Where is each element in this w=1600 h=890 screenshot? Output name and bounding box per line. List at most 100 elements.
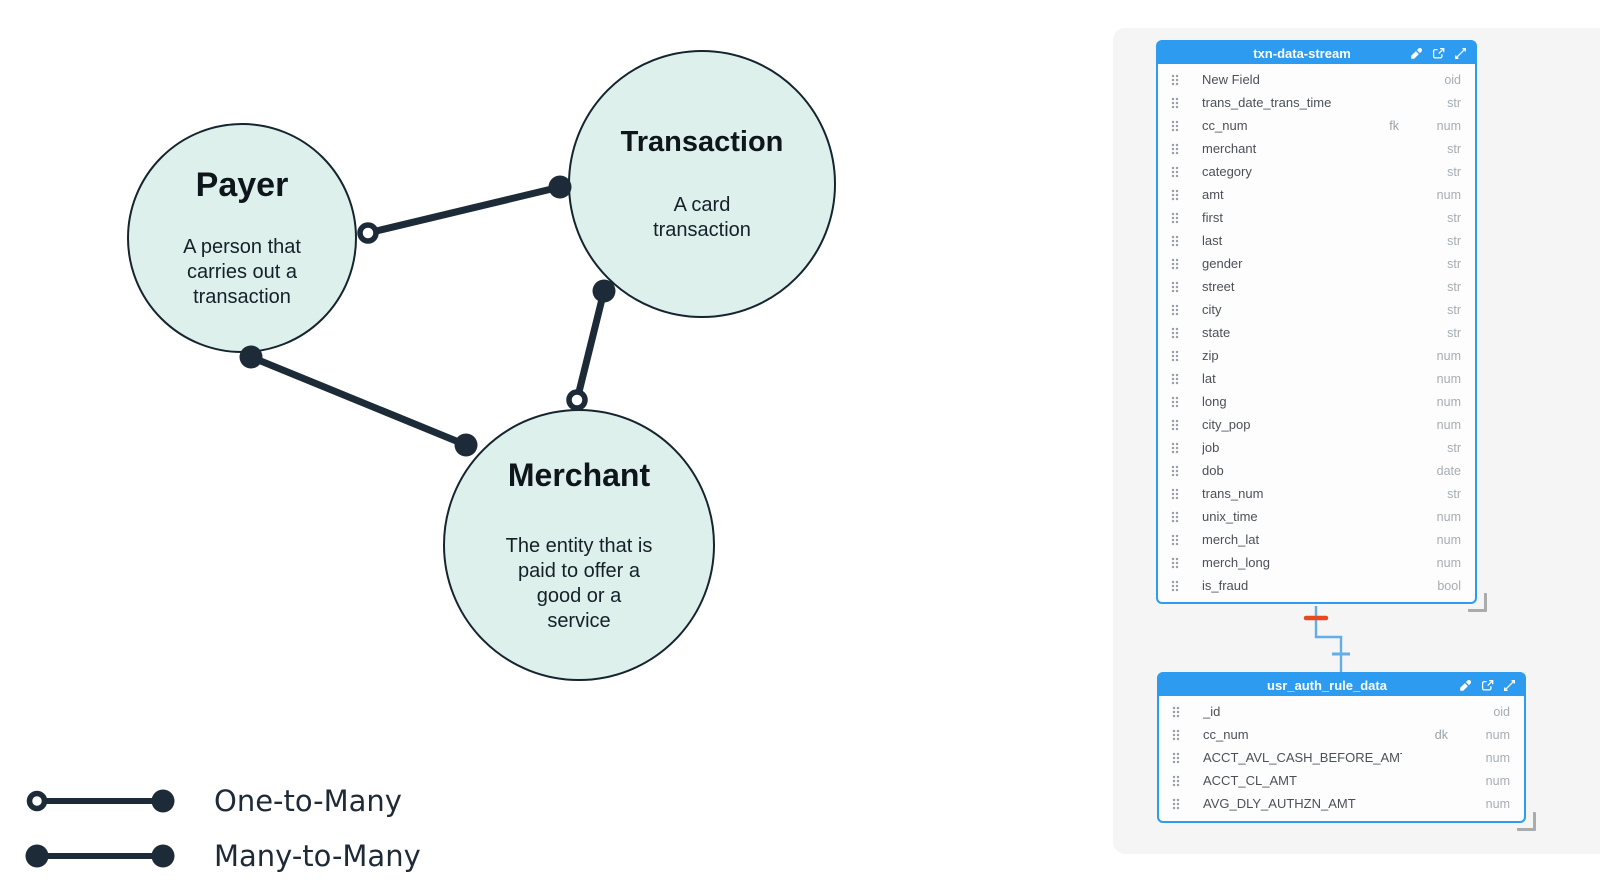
drag-handle-icon[interactable] — [1172, 728, 1180, 741]
open-in-new-icon[interactable] — [1481, 679, 1494, 692]
drag-handle-icon[interactable] — [1171, 533, 1179, 546]
field-row[interactable]: trans_date_trans_time str — [1158, 91, 1475, 114]
drag-handle-icon[interactable] — [1171, 303, 1179, 316]
field-row[interactable]: long num — [1158, 390, 1475, 413]
schema-panel-usr-auth-rule-data[interactable]: usr_auth_rule_data _id oid cc_num dk num — [1157, 672, 1536, 831]
field-name: merch_long — [1202, 555, 1270, 570]
field-row[interactable]: is_fraud bool — [1158, 574, 1475, 597]
drag-handle-icon[interactable] — [1171, 556, 1179, 569]
field-type: str — [1447, 210, 1461, 225]
drag-handle-icon[interactable] — [1171, 579, 1179, 592]
field-type: num — [1436, 417, 1461, 432]
drag-handle-icon[interactable] — [1171, 326, 1179, 339]
field-row[interactable]: trans_num str — [1158, 482, 1475, 505]
drag-handle-icon[interactable] — [1171, 96, 1179, 109]
field-row[interactable]: unix_time num — [1158, 505, 1475, 528]
field-name: AVG_DLY_AUTHZN_AMT — [1203, 796, 1356, 811]
field-name: cc_num — [1203, 727, 1249, 742]
drag-handle-icon[interactable] — [1171, 188, 1179, 201]
field-row[interactable]: _id oid — [1159, 700, 1524, 723]
field-name: merch_lat — [1202, 532, 1260, 547]
field-row[interactable]: last str — [1158, 229, 1475, 252]
drag-handle-icon[interactable] — [1171, 119, 1179, 132]
field-list: _id oid cc_num dk num ACCT_AVL_CASH_BEFO… — [1159, 696, 1524, 821]
field-type: str — [1447, 164, 1461, 179]
open-in-new-icon[interactable] — [1432, 47, 1445, 60]
field-row[interactable]: street str — [1158, 275, 1475, 298]
drag-handle-icon[interactable] — [1171, 510, 1179, 523]
panel-header[interactable]: usr_auth_rule_data — [1159, 674, 1524, 696]
field-row[interactable]: cc_num fk num — [1158, 114, 1475, 137]
field-list: New Field oid trans_date_trans_time str … — [1158, 64, 1475, 602]
eyedropper-icon[interactable] — [1410, 47, 1423, 60]
field-name: ACCT_CL_AMT — [1203, 773, 1297, 788]
field-row[interactable]: gender str — [1158, 252, 1475, 275]
drag-handle-icon[interactable] — [1172, 774, 1180, 787]
field-row[interactable]: AVG_DLY_AUTHZN_AMT num — [1159, 792, 1524, 815]
drag-handle-icon[interactable] — [1171, 280, 1179, 293]
field-row[interactable]: zip num — [1158, 344, 1475, 367]
field-row[interactable]: ACCT_AVL_CASH_BEFORE_AMT num — [1159, 746, 1524, 769]
entity-description: A card transaction — [653, 193, 751, 241]
field-row[interactable]: lat num — [1158, 367, 1475, 390]
one-to-many-glyph-icon — [26, 789, 175, 813]
field-row[interactable]: city_pop num — [1158, 413, 1475, 436]
field-type: oid — [1493, 704, 1510, 719]
panel-title: txn-data-stream — [1253, 45, 1351, 61]
drag-handle-icon[interactable] — [1171, 211, 1179, 224]
field-name: trans_num — [1202, 486, 1264, 501]
edge-transaction-merchant — [566, 279, 616, 411]
schema-panel-txn-data-stream[interactable]: txn-data-stream New Field oid trans_date… — [1156, 40, 1487, 612]
drag-handle-icon[interactable] — [1172, 751, 1180, 764]
field-row[interactable]: amt num — [1158, 183, 1475, 206]
resize-diagonal-icon[interactable] — [1454, 47, 1467, 60]
field-row[interactable]: ACCT_CL_AMT num — [1159, 769, 1524, 792]
field-type: num — [1436, 348, 1461, 363]
drag-handle-icon[interactable] — [1171, 142, 1179, 155]
field-name: last — [1202, 233, 1223, 248]
resize-diagonal-icon[interactable] — [1503, 679, 1516, 692]
eyedropper-icon[interactable] — [1459, 679, 1472, 692]
field-name: merchant — [1202, 141, 1257, 156]
panel-resize-handle[interactable] — [1517, 812, 1536, 831]
field-row[interactable]: merchant str — [1158, 137, 1475, 160]
field-key-tag: fk — [1389, 118, 1399, 133]
field-name: city — [1202, 302, 1222, 317]
drag-handle-icon[interactable] — [1171, 349, 1179, 362]
drag-handle-icon[interactable] — [1171, 441, 1179, 454]
field-row[interactable]: New Field oid — [1158, 68, 1475, 91]
field-row[interactable]: city str — [1158, 298, 1475, 321]
field-row[interactable]: merch_lat num — [1158, 528, 1475, 551]
one-end-ring — [566, 389, 588, 411]
field-type: num — [1436, 555, 1461, 570]
field-type: num — [1485, 727, 1510, 742]
drag-handle-icon[interactable] — [1171, 165, 1179, 178]
field-name: is_fraud — [1202, 578, 1249, 593]
field-row[interactable]: state str — [1158, 321, 1475, 344]
drag-handle-icon[interactable] — [1172, 797, 1180, 810]
field-row[interactable]: cc_num dk num — [1159, 723, 1524, 746]
panel-resize-handle[interactable] — [1468, 593, 1487, 612]
field-row[interactable]: merch_long num — [1158, 551, 1475, 574]
one-end-ring — [357, 222, 379, 244]
field-row[interactable]: category str — [1158, 160, 1475, 183]
panel-header[interactable]: txn-data-stream — [1158, 42, 1475, 64]
drag-handle-icon[interactable] — [1171, 372, 1179, 385]
field-type: num — [1485, 773, 1510, 788]
drag-handle-icon[interactable] — [1172, 705, 1180, 718]
field-row[interactable]: first str — [1158, 206, 1475, 229]
field-row[interactable]: job str — [1158, 436, 1475, 459]
entity-title: Transaction — [620, 125, 784, 158]
field-row[interactable]: dob date — [1158, 459, 1475, 482]
drag-handle-icon[interactable] — [1171, 464, 1179, 477]
field-name: category — [1202, 164, 1252, 179]
drag-handle-icon[interactable] — [1171, 257, 1179, 270]
drag-handle-icon[interactable] — [1171, 487, 1179, 500]
drag-handle-icon[interactable] — [1171, 418, 1179, 431]
field-type: str — [1447, 302, 1461, 317]
drag-handle-icon[interactable] — [1171, 73, 1179, 86]
many-to-many-glyph-icon — [25, 844, 175, 868]
drag-handle-icon[interactable] — [1171, 234, 1179, 247]
field-type: str — [1447, 141, 1461, 156]
drag-handle-icon[interactable] — [1171, 395, 1179, 408]
